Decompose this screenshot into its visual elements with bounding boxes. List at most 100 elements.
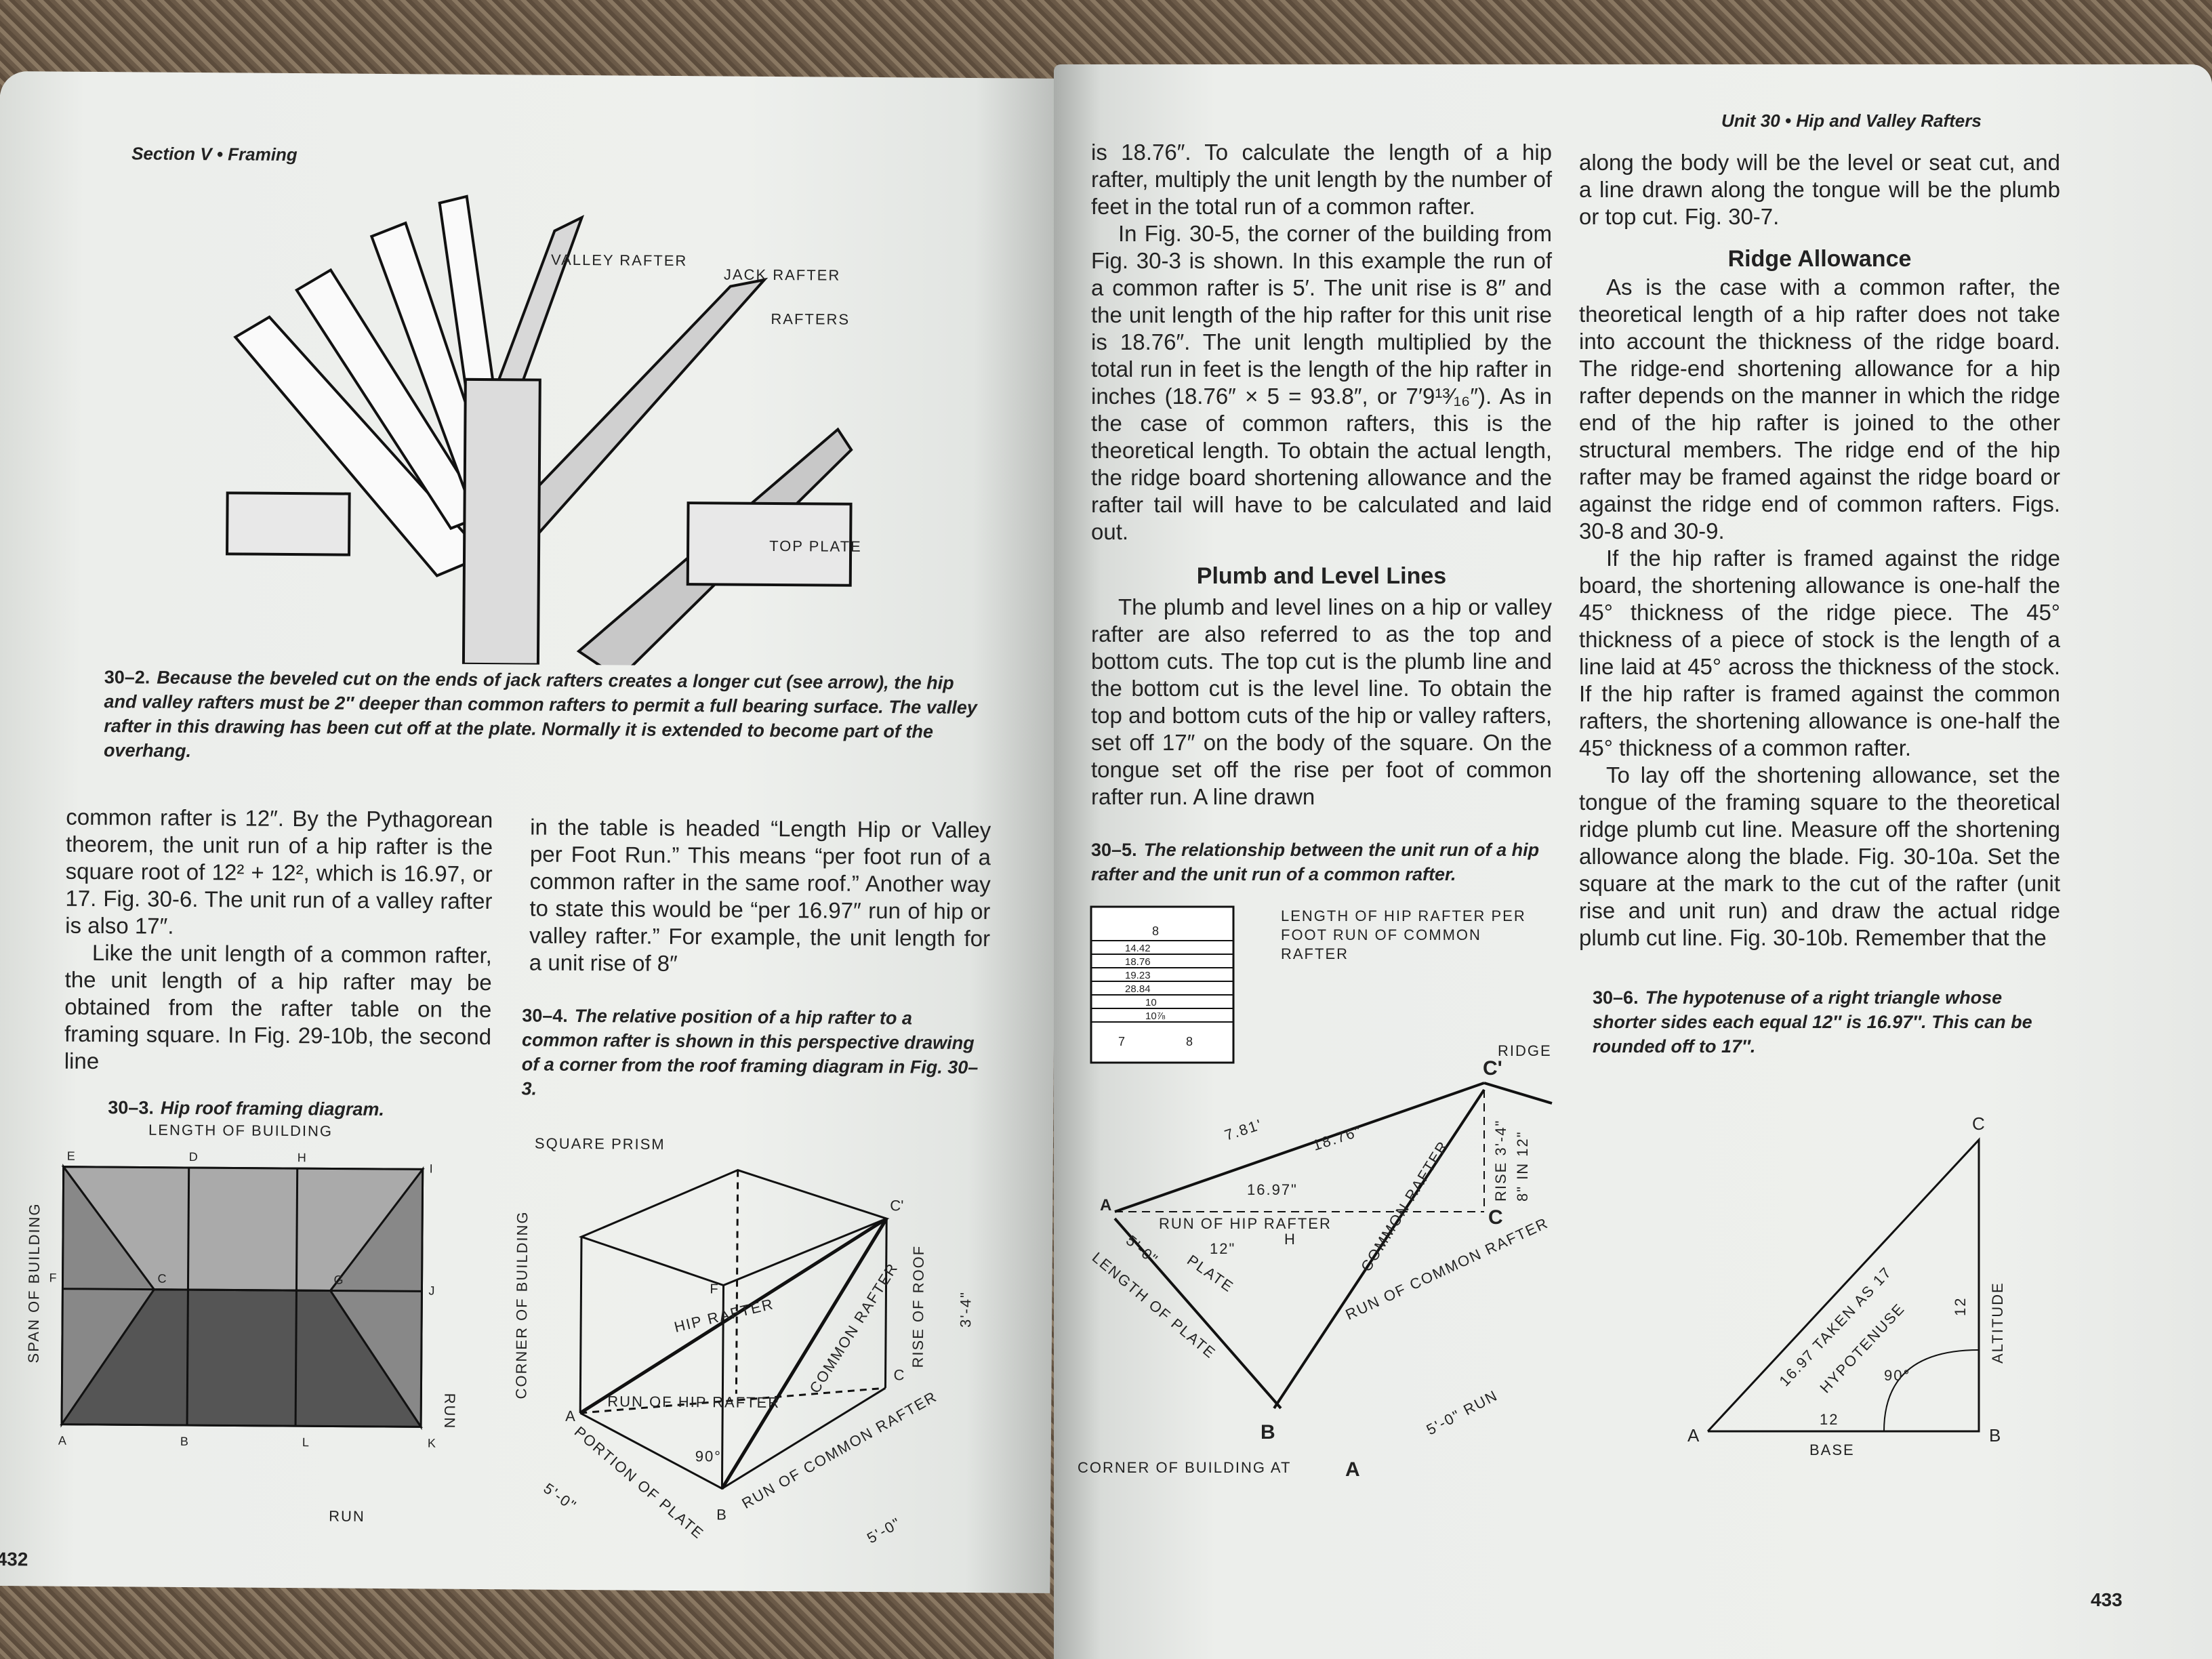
figure-30-2-rafter-drawing: VALLEY RAFTER JACK RAFTER RAFTERS TOP PL…: [226, 194, 862, 667]
portion-of-plate-label: PORTION OF PLATE: [571, 1423, 708, 1542]
point-A: A: [565, 1408, 575, 1425]
paragraph: To lay off the shortening allowance, set…: [1579, 762, 2060, 950]
figure-30-5-hip-rafter-layout: 14.42 18.76 19.23 28.84 10 10⅞ 8 7 8: [1078, 893, 1565, 1490]
run-dimension: 5'-0": [864, 1514, 904, 1547]
caption-number: 30–2.: [104, 667, 150, 688]
run-of-hip-rafter-label: RUN OF HIP RAFTER: [1159, 1215, 1332, 1232]
point-E: E: [67, 1149, 75, 1163]
point-C-prime: C': [1483, 1057, 1502, 1080]
right-column-1: is 18.76″. To calculate the length of a …: [1091, 139, 1552, 546]
table-value: 10⅞: [1145, 1010, 1166, 1022]
paragraph: along the body will be the level or seat…: [1579, 150, 2060, 229]
point-H: H: [1284, 1231, 1295, 1248]
plate-label: PLATE: [1184, 1252, 1237, 1296]
point-G: G: [333, 1273, 343, 1286]
figure-30-6-right-triangle: 16.97 TAKEN AS 17 HYPOTENUSE 12 ALTITUDE…: [1687, 1113, 2006, 1458]
figure-30-4-perspective-drawing: SQUARE PRISM CORNER OF BUILDING HIP RAFT…: [512, 1135, 974, 1547]
figure-30-5-caption: 30–5.The relationship between the unit r…: [1091, 838, 1559, 886]
right-column-2-flow: along the body will be the level or seat…: [1579, 149, 2067, 1472]
base-value: 12: [1820, 1411, 1839, 1428]
page-number: 432: [0, 1549, 28, 1570]
paragraph: is 18.76″. To calculate the length of a …: [1091, 140, 1552, 219]
right-column-2: along the body will be the level or seat…: [1579, 149, 2060, 951]
figure-30-6-caption: 30–6.The hypotenuse of a right triangle …: [1593, 985, 2067, 1059]
plate-dimension: 5'-0": [1123, 1232, 1162, 1269]
run-label: RUN: [441, 1393, 458, 1430]
common-rafter-label: COMMON RAFTER: [1357, 1137, 1452, 1274]
caption-text: Hip roof framing diagram.: [160, 1097, 385, 1120]
jack-rafter-label: JACK RAFTER: [724, 266, 841, 283]
angle-label: 90°: [695, 1448, 722, 1465]
heading-plumb-and-level-lines: Plumb and Level Lines: [1196, 563, 1447, 589]
point-A: A: [58, 1434, 66, 1448]
heading-ridge-allowance: Ridge Allowance: [1727, 246, 1912, 272]
left-page: Section V • Framing VALLEY RAFTER JACK R…: [0, 71, 1061, 1593]
left-column-2-flow: in the table is headed “Length Hip or Va…: [505, 813, 998, 1558]
caption-number: 30–4.: [522, 1005, 568, 1026]
altitude-value: 12: [1952, 1297, 1969, 1316]
right-page: Unit 30 • Hip and Valley Rafters is 18.7…: [1054, 64, 2212, 1659]
paragraph: in the table is headed “Length Hip or Va…: [529, 814, 991, 977]
point-J: J: [428, 1284, 434, 1297]
length-of-building-label: LENGTH OF BUILDING: [148, 1122, 333, 1140]
point-L: L: [302, 1435, 309, 1449]
altitude-label: ALTITUDE: [1989, 1282, 2006, 1364]
left-column-2: in the table is headed “Length Hip or Va…: [529, 813, 991, 979]
angle-label: 90°: [1884, 1367, 1910, 1384]
point-C: C: [1488, 1206, 1503, 1229]
point-C: C: [157, 1272, 166, 1286]
point-B: B: [180, 1435, 188, 1448]
right-column-1b: The plumb and level lines on a hip or va…: [1091, 594, 1552, 811]
caption-number: 30–5.: [1091, 840, 1137, 860]
caption-text: The relative position of a hip rafter to…: [521, 1005, 979, 1099]
rafters-label: RAFTERS: [771, 310, 850, 328]
right-column-1-flow: is 18.76″. To calculate the length of a …: [1078, 139, 1565, 1490]
rise-of-roof-label: RISE OF ROOF: [909, 1245, 927, 1368]
figure-30-4-caption: 30–4.The relative position of a hip raft…: [521, 1003, 983, 1104]
rise-label: RISE 3'-4": [1492, 1120, 1509, 1202]
point-A: A: [1687, 1425, 1700, 1446]
table-value: 10: [1145, 997, 1157, 1008]
corner-of-building-label: CORNER OF BUILDING AT: [1078, 1459, 1291, 1476]
figure-30-5-drawing: 14.42 18.76 19.23 28.84 10 10⅞ 8 7 8: [1078, 905, 1553, 1481]
point-B: B: [1261, 1421, 1275, 1443]
caption-text: Because the beveled cut on the ends of j…: [103, 667, 977, 761]
square-prism-label: SQUARE PRISM: [535, 1135, 665, 1153]
point-H: H: [298, 1151, 306, 1164]
scale-mark: 8: [1152, 924, 1159, 938]
paragraph: If the hip rafter is framed against the …: [1579, 546, 2060, 760]
point-C: C: [894, 1366, 905, 1383]
top-plate-label: TOP PLATE: [769, 537, 862, 555]
span-of-building-label: SPAN OF BUILDING: [25, 1202, 43, 1363]
running-head: Section V • Framing: [131, 143, 298, 165]
unit-length-label: 18.76": [1311, 1122, 1364, 1154]
table-value: 19.23: [1125, 970, 1151, 981]
corner-of-building-label: CORNER OF BUILDING: [512, 1210, 531, 1399]
left-column-1-flow: common rafter is 12″. By the Pythagorean…: [17, 803, 496, 1536]
point-C: C: [1972, 1113, 1985, 1134]
paragraph: The plumb and level lines on a hip or va…: [1091, 594, 1552, 809]
caption-text: The relationship between the unit run of…: [1091, 840, 1540, 884]
point-F: F: [710, 1282, 718, 1296]
plate-dimension: 5'-0": [540, 1479, 579, 1515]
figure-30-2-caption: 30–2.Because the beveled cut on the ends…: [104, 665, 985, 769]
left-column-1: common rafter is 12″. By the Pythagorean…: [64, 804, 493, 1078]
scale-mark: 7: [1118, 1035, 1125, 1048]
figure-30-3-caption: 30–3.Hip roof framing diagram.: [108, 1095, 487, 1122]
scale-mark: 8: [1186, 1035, 1193, 1048]
base-label: BASE: [1809, 1441, 1855, 1458]
corner-point-A: A: [1345, 1458, 1360, 1481]
caption-number: 30–3.: [108, 1097, 155, 1118]
point-C-prime: C': [890, 1197, 903, 1214]
table-value: 28.84: [1125, 983, 1151, 995]
figure-30-3-hip-roof-diagram: LENGTH OF BUILDING SPAN OF BUILDING RUN …: [25, 1122, 459, 1525]
run-dimension: 5'-0" RUN: [1424, 1387, 1501, 1438]
run-bottom-label: RUN: [329, 1507, 365, 1524]
rise-value: 3'-4": [957, 1291, 974, 1328]
table-value: 14.42: [1125, 943, 1151, 954]
ridge-label: RIDGE: [1498, 1042, 1552, 1059]
valley-rafter-label: VALLEY RAFTER: [551, 251, 687, 269]
framing-square-table: 14.42 18.76 19.23 28.84 10 10⅞ 8 7 8: [1090, 905, 1235, 1064]
point-B: B: [1989, 1425, 2001, 1446]
page-number: 433: [2091, 1589, 2123, 1610]
